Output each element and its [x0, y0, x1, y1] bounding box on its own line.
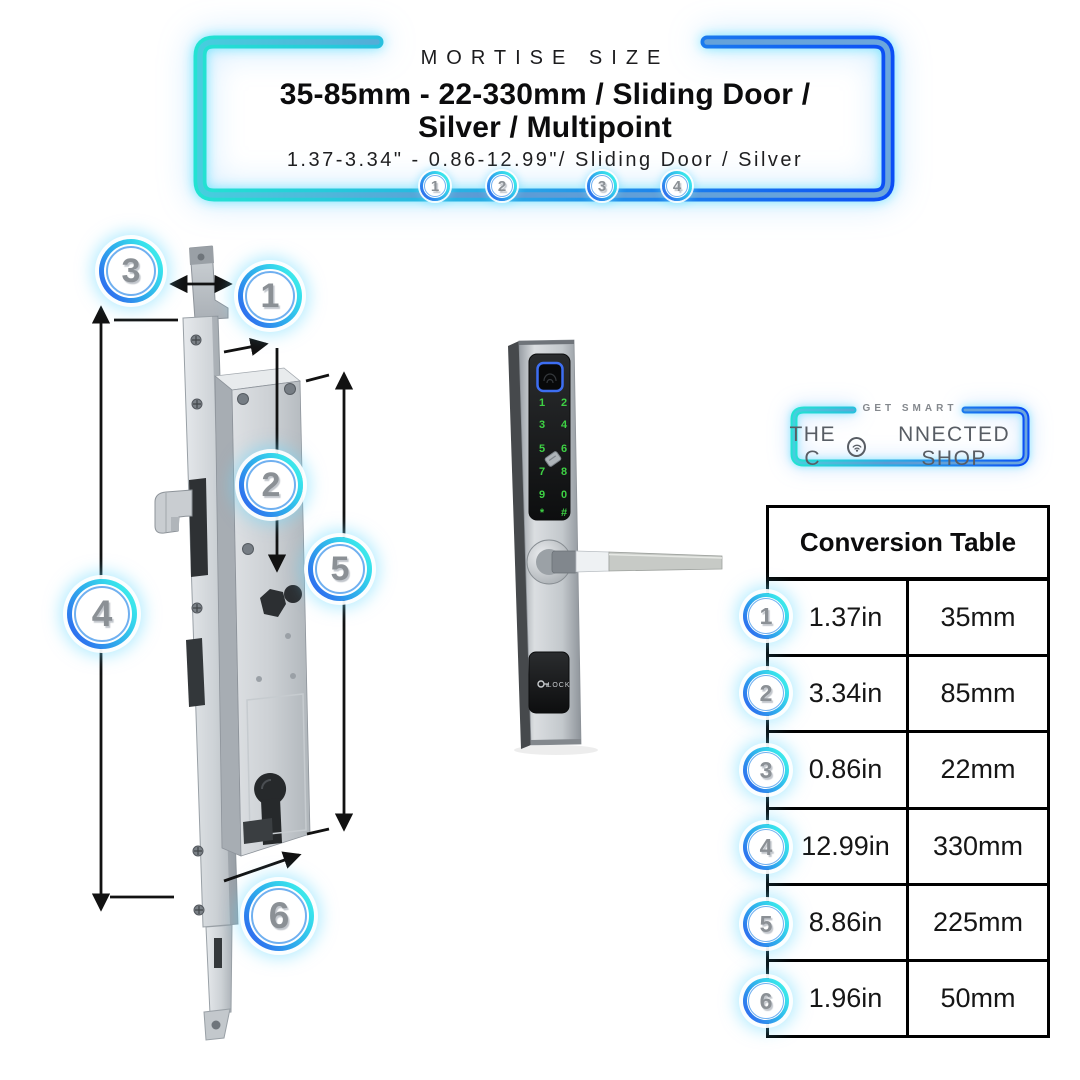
- step-circle-1: 1: [420, 171, 450, 201]
- brand-name-prefix: THE C: [789, 423, 836, 470]
- smart-lock-illustration: 1 2 3 4 5 6 7 8 9 0 * #: [508, 339, 723, 755]
- inches-value: 3.34in: [769, 657, 909, 731]
- page-title: 35-85mm - 22-330mm / Sliding Door / Silv…: [180, 78, 910, 144]
- header-subtitle: 1.37-3.34" - 0.86-12.99"/ Sliding Door /…: [286, 149, 804, 171]
- table-badge-5: 5: [743, 901, 789, 947]
- table-badge-2: 2: [743, 670, 789, 716]
- page-title-line1: 35-85mm - 22-330mm / Sliding Door /: [279, 78, 811, 111]
- brand-tagline: GET SMART: [862, 403, 958, 414]
- brand-logo: GET SMART THE C NNECTED SHOP: [780, 395, 1040, 475]
- key-2: 2: [561, 397, 567, 409]
- step-circle-1-number: 1: [430, 177, 440, 195]
- mm-value: 35mm: [940, 602, 1016, 633]
- table-badge-5-number: 5: [759, 910, 773, 937]
- key-hash: #: [561, 507, 567, 519]
- header-eyebrow: MORTISE SIZE: [420, 47, 670, 69]
- mm-value: 330mm: [932, 830, 1024, 861]
- key-star: *: [540, 507, 545, 519]
- callout-1-number: 1: [260, 276, 280, 315]
- step-circle-3-number: 3: [597, 177, 607, 195]
- mm-value: 22mm: [940, 754, 1016, 785]
- dim-tick-case-bottom: [306, 827, 330, 836]
- mm-value: 225mm: [932, 906, 1024, 937]
- key-5: 5: [539, 443, 545, 455]
- callout-2: 2: [239, 453, 303, 517]
- header: MORTISE SIZE 35-85mm - 22-330mm / Slidin…: [180, 25, 910, 210]
- fingerprint-scanner: [536, 361, 564, 393]
- inches-value: 1.96in: [769, 961, 909, 1036]
- table-badge-1: 1: [743, 593, 789, 639]
- key-6: 6: [561, 443, 567, 455]
- callout-1: 1: [238, 264, 302, 328]
- header-frame: [193, 35, 895, 202]
- inches-value: 1.37in: [769, 581, 909, 655]
- table-badge-1-number: 1: [759, 602, 773, 629]
- callout-5-number: 5: [330, 549, 350, 588]
- callout-4: 4: [67, 579, 137, 649]
- callout-5: 5: [308, 537, 372, 601]
- inches-value: 0.86in: [769, 733, 909, 807]
- table-badge-4-number: 4: [759, 833, 773, 860]
- inches-value: 8.86in: [769, 885, 909, 959]
- step-circle-3: 3: [587, 171, 617, 201]
- table-badge-6-number: 6: [759, 987, 773, 1014]
- key-4: 4: [561, 419, 568, 431]
- lock-label-group: LOCK: [537, 680, 570, 689]
- conversion-table: Conversion Table 1.37in 35mm 3.34in 85mm…: [766, 505, 1050, 1038]
- inches-value: 12.99in: [769, 809, 909, 883]
- dim-pointer-depth: [223, 851, 302, 883]
- table-row: 8.86in 225mm: [769, 882, 1047, 959]
- table-badge-2-number: 2: [759, 679, 773, 706]
- table-badge-3-number: 3: [759, 756, 773, 783]
- table-row: 12.99in 330mm: [769, 806, 1047, 883]
- dim-tick-case-top: [305, 373, 330, 383]
- conversion-table-title: Conversion Table: [769, 508, 1047, 578]
- table-row: 0.86in 22mm: [769, 730, 1047, 807]
- key-7: 7: [539, 466, 545, 478]
- callout-6: 6: [244, 881, 314, 951]
- table-row: 1.96in 50mm: [769, 958, 1047, 1036]
- page-title-line2: Silver / Multipoint: [418, 111, 672, 144]
- step-circle-4: 4: [662, 171, 692, 201]
- key-0: 0: [561, 489, 567, 501]
- brand-name: THE C NNECTED SHOP: [780, 423, 1040, 471]
- table-badge-3: 3: [743, 747, 789, 793]
- callout-6-number: 6: [268, 895, 290, 936]
- key-8: 8: [561, 466, 567, 478]
- mm-value: 85mm: [940, 678, 1016, 709]
- callout-3-number: 3: [121, 251, 141, 290]
- table-row: 3.34in 85mm: [769, 654, 1047, 731]
- logo-frame: [790, 406, 1030, 467]
- dim-pointer-backset: [223, 337, 269, 356]
- conversion-table-section: Conversion Table 1.37in 35mm 3.34in 85mm…: [744, 505, 1056, 1045]
- callout-4-number: 4: [91, 593, 113, 634]
- table-badge-4: 4: [743, 824, 789, 870]
- step-circle-2-number: 2: [497, 177, 507, 195]
- table-badge-6: 6: [743, 978, 789, 1024]
- step-circle-4-number: 4: [672, 177, 682, 195]
- brand-name-suffix: NNECTED SHOP: [898, 423, 1011, 470]
- wifi-o-icon: [847, 437, 867, 457]
- key-9: 9: [539, 489, 545, 501]
- step-circle-2: 2: [487, 171, 517, 201]
- callout-2-number: 2: [261, 465, 281, 504]
- card-swipe-icon: [544, 451, 562, 467]
- mm-value: 50mm: [940, 982, 1016, 1013]
- table-row: 1.37in 35mm: [769, 578, 1047, 655]
- lock-label: LOCK: [547, 682, 570, 689]
- key-1: 1: [539, 397, 545, 409]
- key-3: 3: [539, 419, 545, 431]
- keypad: 1 2 3 4 5 6 7 8 9 0 * #: [539, 397, 568, 519]
- callout-3: 3: [99, 239, 163, 303]
